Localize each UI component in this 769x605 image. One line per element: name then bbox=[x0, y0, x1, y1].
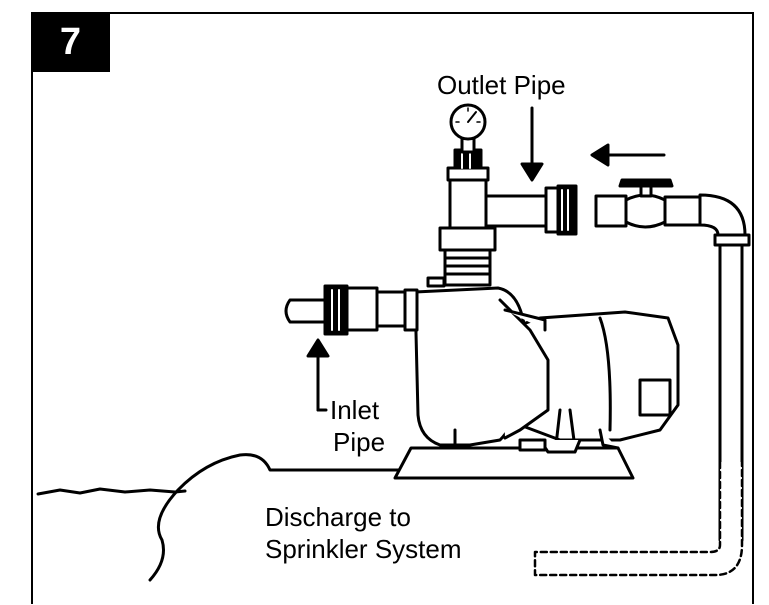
inlet-pipe-label-line2: Pipe bbox=[333, 427, 386, 457]
inlet-arrow-icon bbox=[306, 338, 330, 412]
inlet-pipe-label-line1: Inlet bbox=[330, 395, 380, 425]
ground-line bbox=[36, 453, 404, 582]
gate-valve bbox=[594, 178, 712, 229]
pump-housing bbox=[413, 276, 550, 452]
outlet-arrow-icon bbox=[520, 106, 544, 182]
step-number-badge: 7 bbox=[31, 12, 110, 72]
inlet-pipe bbox=[284, 284, 419, 336]
outlet-pipe bbox=[484, 184, 578, 236]
discharge-label-line1: Discharge to bbox=[265, 502, 411, 532]
flow-direction-arrow-icon bbox=[590, 143, 666, 167]
pump-base bbox=[393, 446, 635, 480]
tee-fitting bbox=[438, 148, 497, 287]
pump-motor bbox=[518, 310, 680, 454]
discharge-pipe bbox=[533, 193, 751, 577]
discharge-label-line2: Sprinkler System bbox=[265, 534, 462, 564]
pressure-gauge-icon bbox=[449, 103, 487, 154]
outlet-pipe-label: Outlet Pipe bbox=[437, 70, 566, 100]
